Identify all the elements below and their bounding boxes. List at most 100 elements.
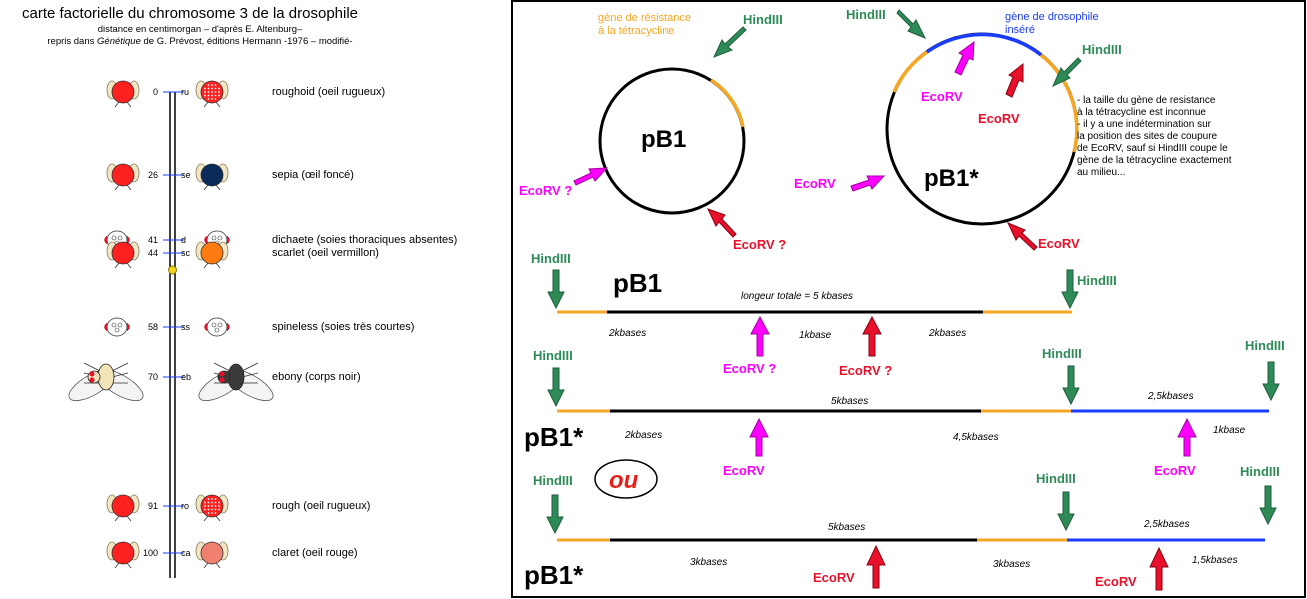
plasmid-panel: pB1 gène de résistance à la tétracycline…: [511, 0, 1307, 599]
line1-hind-right-label: HindIII: [1077, 273, 1117, 288]
line2-bottom-right: 1kbase: [1213, 425, 1246, 436]
mutant-fly-head-icon: [195, 80, 229, 108]
tet-label-2: à la tétracycline: [598, 25, 674, 37]
locus-distance: 70: [148, 372, 158, 382]
wild-type-thorax-icon: [104, 317, 130, 337]
locus-symbol: sc: [181, 248, 191, 258]
locus-description: scarlet (oeil vermillon): [272, 247, 379, 259]
note-line: au milieu...: [1077, 167, 1125, 178]
plasmid-diagram: pB1 gène de résistance à la tétracycline…: [511, 0, 1306, 598]
note-line: la position des sites de coupure: [1077, 131, 1218, 142]
line1-name: pB1: [613, 268, 662, 298]
circle1-hind-label: HindIII: [743, 12, 783, 27]
mutant-fly-head-icon: [195, 163, 229, 191]
line3-bottom-left: 3kbases: [690, 557, 727, 568]
line2-ecorv-1-label: EcoRV: [723, 463, 765, 478]
line1-ecorv-2-label: EcoRV ?: [839, 363, 892, 378]
line3-ecorv-2-label: EcoRV: [1095, 574, 1137, 589]
locus-description: claret (oeil rouge): [272, 547, 358, 559]
line3-hind-left-arrow: [546, 494, 564, 535]
circle2-ecorv-2-arrow: [1005, 62, 1024, 98]
circle1-ecorv-bottom-label: EcoRV ?: [733, 237, 786, 252]
wild-type-fly-icon: [68, 362, 144, 402]
plasmid-circle-pB1: [598, 67, 746, 215]
locus-symbol: ca: [181, 548, 191, 558]
circle2-ecorv-bottom-label: EcoRV: [1038, 236, 1080, 251]
line2-ecorv-2-arrow: [1177, 417, 1197, 457]
mutant-fly-head-icon: [195, 541, 229, 569]
note-block: - la taille du gène de resistance à la t…: [1077, 95, 1232, 178]
line1-hind-right-arrow: [1061, 269, 1079, 310]
map-subtitle-1: distance en centimorgan – d'après E. Alt…: [97, 24, 303, 35]
line3-top-right: 2,5kbases: [1143, 519, 1190, 530]
locus-distance: 100: [143, 548, 158, 558]
line1-total: longeur totale = 5 kbases: [741, 291, 853, 302]
note-line: - il y a une indétermination sur: [1077, 119, 1212, 130]
chromosome-map-panel: carte factorielle du chromosome 3 de la …: [0, 0, 510, 599]
locus-symbol: ro: [181, 501, 189, 511]
line3-hind-left-label: HindIII: [533, 473, 573, 488]
line2-hind-right-arrow: [1262, 361, 1280, 402]
map-subtitle-2: repris dans Génétique de G. Prévost, édi…: [47, 36, 353, 47]
line3-hind-mid-label: HindIII: [1036, 471, 1076, 486]
locus-description: sepia (œil foncé): [272, 169, 354, 181]
circle1-ecorv-left-arrow: [573, 167, 609, 186]
line3-ecorv-1-arrow: [866, 544, 886, 589]
line2-name: pB1*: [524, 422, 584, 452]
wild-type-fly-head-icon: [106, 163, 140, 191]
line3-hind-right-arrow: [1259, 485, 1277, 526]
circle1-ecorv-bottom-arrow: [707, 208, 737, 238]
line3-bottom-mid: 3kbases: [993, 559, 1030, 570]
line1-seg-right: 2kbases: [928, 328, 966, 339]
locus-description: ebony (corps noir): [272, 371, 361, 383]
map-title: carte factorielle du chromosome 3 de la …: [22, 5, 359, 22]
circle1-name: pB1: [641, 126, 686, 153]
circle2-ecorv-left-arrow: [850, 175, 886, 192]
circle2-ecorv-1-label: EcoRV: [921, 89, 963, 104]
line2-top-mid: 5kbases: [831, 396, 868, 407]
mutant-fly-icon: [198, 362, 274, 402]
circle2-ecorv-left-label: EcoRV: [794, 176, 836, 191]
tet-gene-arc-pB1: [710, 78, 745, 128]
line2-bottom-mid: 4,5kbases: [953, 432, 999, 443]
line2-ecorv-2-label: EcoRV: [1154, 463, 1196, 478]
locus-description: rough (oeil rugueux): [272, 500, 370, 512]
mutant-fly-head-icon: [195, 494, 229, 522]
line1-seg-left: 2kbases: [608, 328, 646, 339]
insert-label-2: inséré: [1005, 24, 1035, 36]
panel-frame: [511, 0, 1306, 598]
wild-type-fly-head-icon: [106, 541, 140, 569]
circle2-ecorv-bottom-arrow: [1006, 222, 1038, 251]
locus-symbol: se: [181, 170, 191, 180]
locus-distance: 91: [148, 501, 158, 511]
line3-hind-mid-arrow: [1057, 491, 1075, 532]
locus-distance: 0: [153, 87, 158, 97]
circle2-hind-left-arrow: [896, 9, 927, 39]
note-line: de EcoRV, sauf si HindIII coupe le: [1077, 143, 1228, 154]
line1-ecorv-2-arrow: [862, 315, 882, 357]
wild-type-fly-head-icon: [106, 494, 140, 522]
insert-arc-pB1star: [925, 32, 1043, 57]
circle2-name: pB1*: [924, 165, 979, 192]
locus-row: 44 sc scarlet (oeil vermillon): [106, 241, 379, 269]
line3-hind-right-label: HindIII: [1240, 464, 1280, 479]
locus-distance: 44: [148, 248, 158, 258]
ou-ellipse: [594, 459, 658, 499]
line3-ecorv-2-arrow: [1149, 546, 1169, 591]
note-line: - la taille du gène de resistance: [1077, 95, 1216, 106]
locus-symbol: d: [181, 235, 186, 245]
tet-label-1: gène de résistance: [598, 12, 691, 24]
wild-type-fly-head-icon: [106, 241, 140, 269]
insert-label-1: gène de drosophile: [1005, 11, 1099, 23]
line2-hind-mid-arrow: [1062, 365, 1080, 406]
circle2-ecorv-2-label: EcoRV: [978, 111, 1020, 126]
line3-bottom-right: 1,5kbases: [1192, 555, 1238, 566]
mutant-fly-head-icon: [195, 241, 229, 269]
locus-symbol: eb: [181, 372, 191, 382]
line1-ecorv-1-arrow: [750, 315, 770, 357]
